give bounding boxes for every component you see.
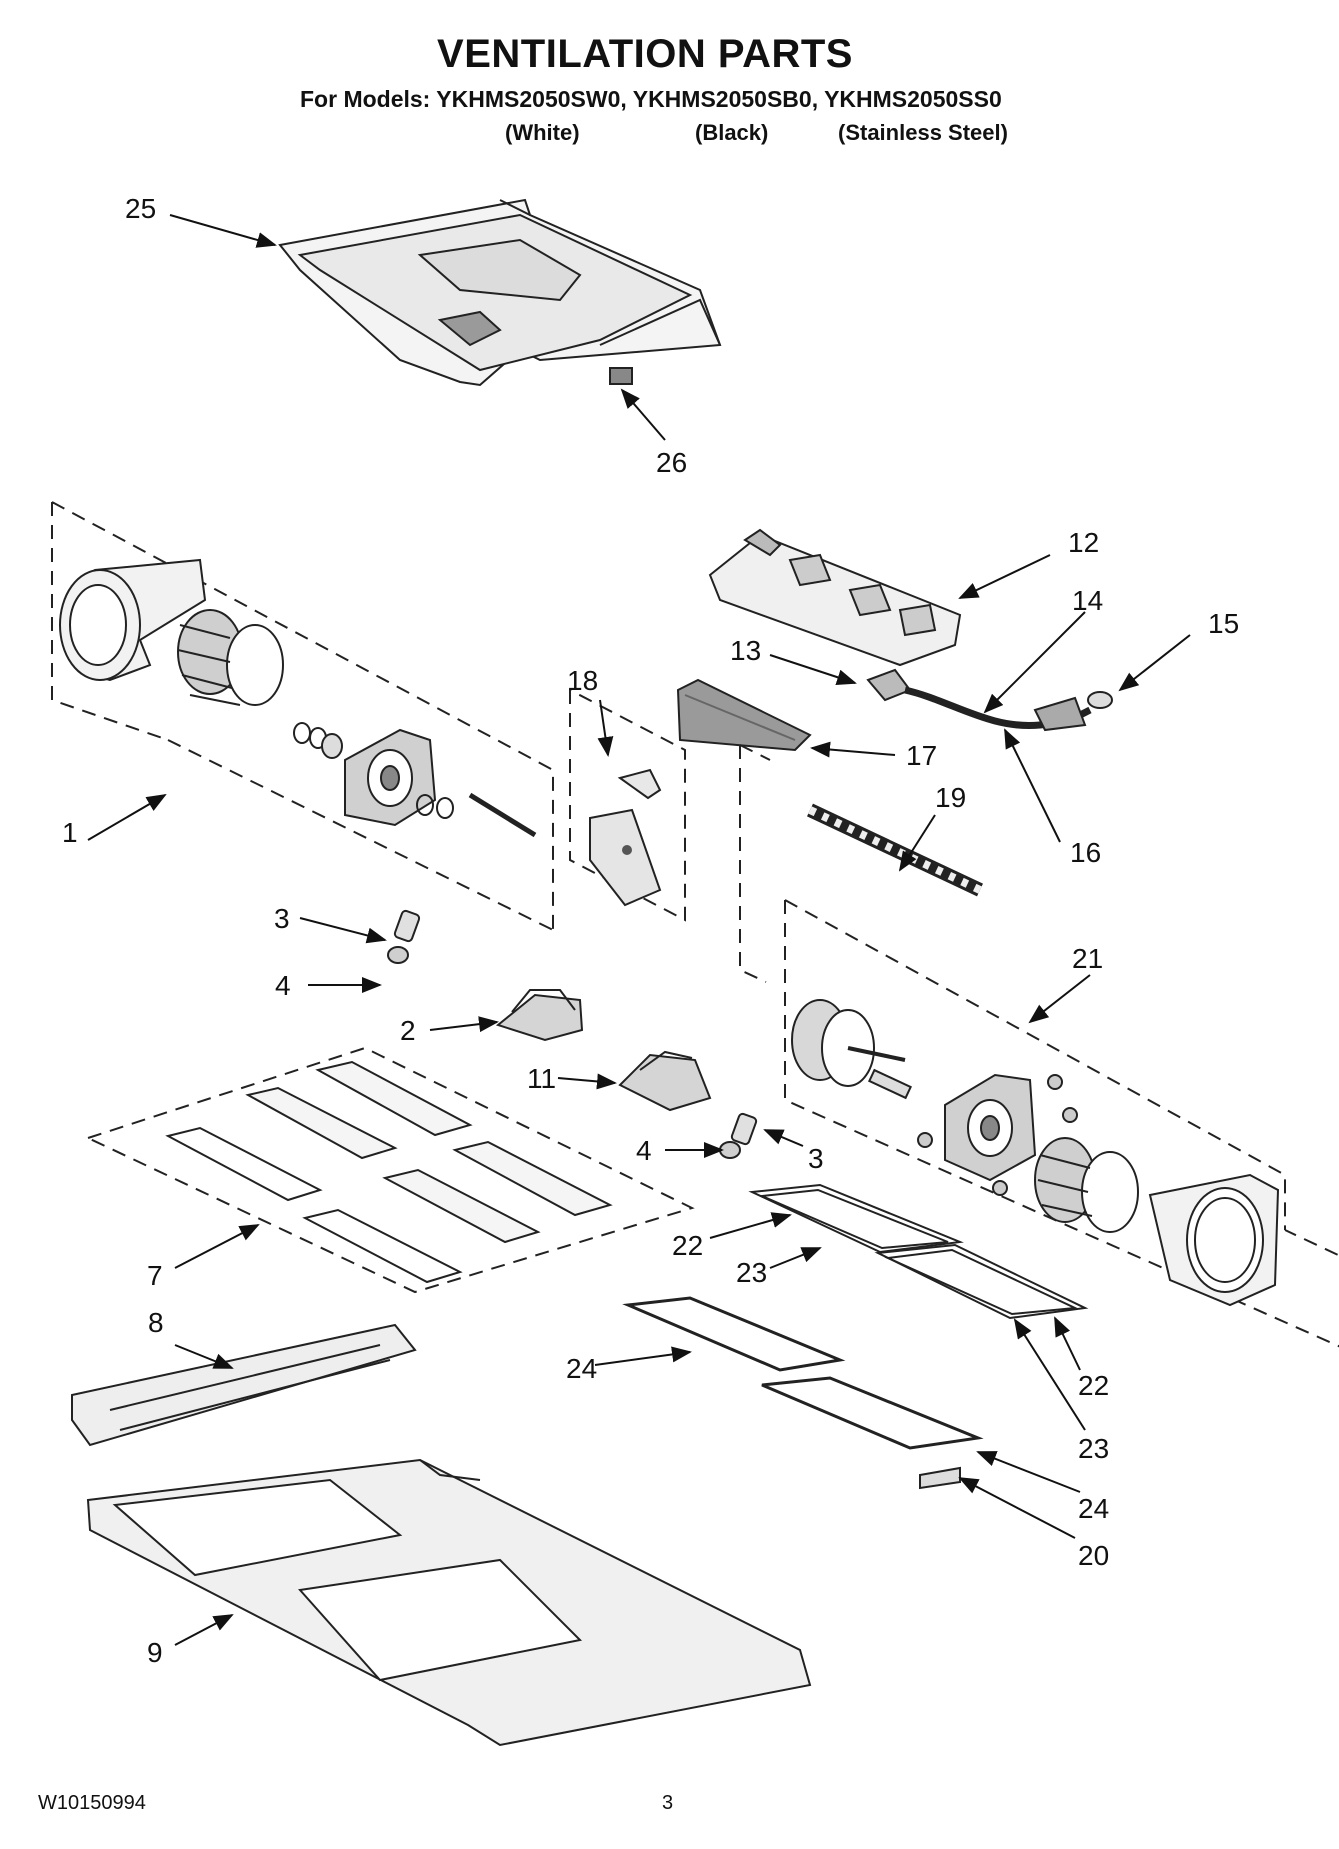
variant-stainless-steel: (Stainless Steel) xyxy=(838,120,1008,145)
part-22-23-filters xyxy=(748,1183,1089,1320)
callout-16: 16 xyxy=(1070,837,1101,868)
part-18-damper xyxy=(569,688,686,922)
part-19-bracket-line xyxy=(739,744,771,983)
callout-3-right: 3 xyxy=(808,1143,824,1174)
callout-7: 7 xyxy=(147,1260,163,1291)
leader-lines xyxy=(87,214,1191,1646)
callout-20: 20 xyxy=(1078,1540,1109,1571)
part-2-vent-cover xyxy=(495,989,584,1042)
callout-22-right: 22 xyxy=(1078,1370,1109,1401)
callout-14: 14 xyxy=(1072,585,1103,616)
callout-15: 15 xyxy=(1208,608,1239,639)
callout-24-left: 24 xyxy=(566,1353,597,1384)
callout-23-right: 23 xyxy=(1078,1433,1109,1464)
page-number: 3 xyxy=(662,1792,674,1814)
callout-25: 25 xyxy=(125,193,156,224)
callout-21: 21 xyxy=(1072,943,1103,974)
callout-8: 8 xyxy=(148,1307,164,1338)
callout-numbers: 25 26 12 14 15 13 18 17 19 16 1 3 4 2 21… xyxy=(62,193,1239,1668)
callout-17: 17 xyxy=(906,740,937,771)
callout-1: 1 xyxy=(62,817,78,848)
part-7-filter-set xyxy=(85,1046,695,1294)
variant-black: (Black) xyxy=(695,120,769,145)
part-3-4-left-hinge xyxy=(387,909,421,964)
callout-4-right: 4 xyxy=(636,1135,652,1166)
callout-2: 2 xyxy=(400,1015,416,1046)
part-11-vent-cover xyxy=(618,1050,712,1112)
variant-white: (White) xyxy=(505,120,580,145)
callout-11: 11 xyxy=(527,1063,556,1094)
part-25-top-plate xyxy=(278,198,722,387)
callout-9: 9 xyxy=(147,1637,163,1668)
callout-19: 19 xyxy=(935,782,966,813)
callout-26: 26 xyxy=(656,447,687,478)
part-1-blower-assembly xyxy=(51,501,554,931)
callout-12: 12 xyxy=(1068,527,1099,558)
part-13-16-wire-harness xyxy=(866,668,1113,732)
part-20-clip xyxy=(919,1466,961,1490)
part-21-blower-assembly xyxy=(784,899,1339,1348)
callout-24-right: 24 xyxy=(1078,1493,1109,1524)
page-title: VENTILATION PARTS xyxy=(437,32,853,76)
part-3-4-right-hinge xyxy=(719,1112,758,1159)
callout-4-left: 4 xyxy=(275,970,291,1001)
part-8-grille-frame xyxy=(71,1323,417,1447)
callout-23-left: 23 xyxy=(736,1257,767,1288)
part-12-control-bracket xyxy=(708,528,962,667)
part-24-filter-frames xyxy=(622,1296,984,1450)
part-19-heater-coil xyxy=(807,803,983,897)
callout-3-left: 3 xyxy=(274,903,290,934)
document-number: W10150994 xyxy=(38,1792,146,1814)
callout-22-left: 22 xyxy=(672,1230,703,1261)
part-17-charcoal-filter xyxy=(676,678,812,752)
callout-13: 13 xyxy=(730,635,761,666)
callout-18: 18 xyxy=(567,665,598,696)
part-9-bottom-pan xyxy=(86,1458,812,1747)
models-line: For Models: YKHMS2050SW0, YKHMS2050SB0, … xyxy=(300,86,1002,112)
